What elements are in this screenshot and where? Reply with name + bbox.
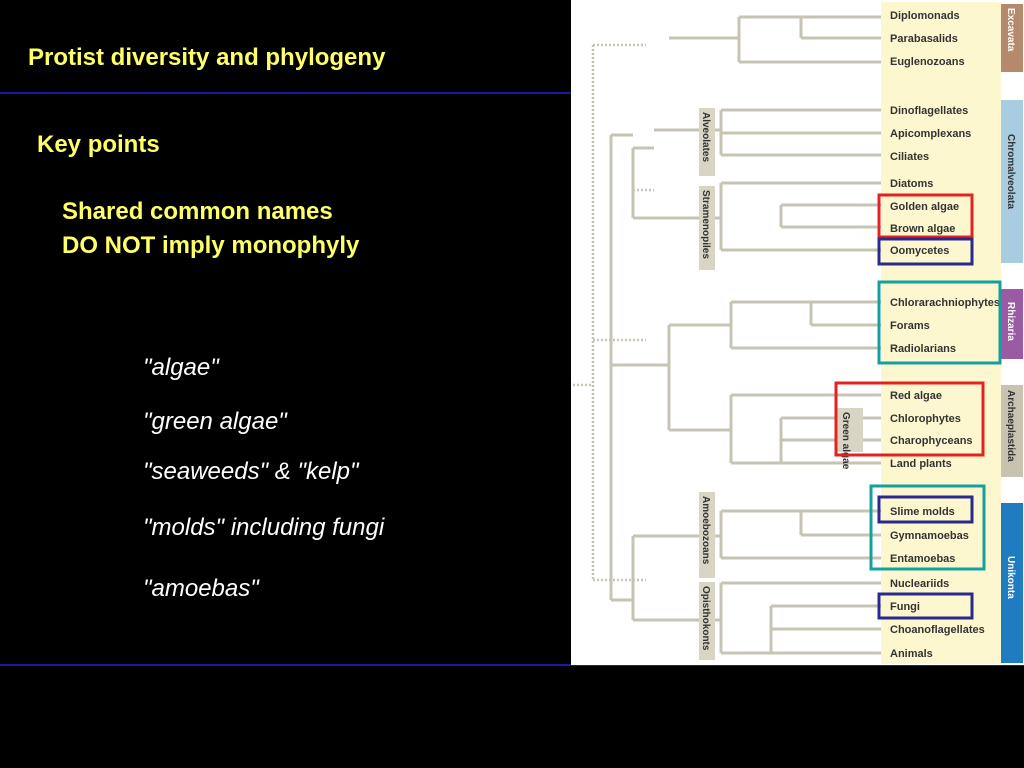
highlight-box-rhizaria: [877, 280, 1002, 365]
subgroup-opisthokonts-tab: [699, 582, 715, 660]
message-line-1: Shared common names: [62, 198, 333, 225]
band-excavata-label: Excavata: [1005, 8, 1016, 52]
highlight-box-red-green-algae: [834, 381, 985, 457]
slide-title: Protist diversity and phylogeny: [28, 44, 386, 71]
taxon-parabasalids: Parabasalids: [890, 33, 958, 45]
highlight-box-oomycetes: [877, 237, 974, 266]
taxon-gymnamoebas: Gymnamoebas: [890, 530, 969, 542]
band-excavata: [1001, 4, 1023, 72]
highlight-boxes: [834, 193, 1002, 620]
bottom-divider: [0, 664, 1024, 666]
subgroup-amoebozoans-tab: [699, 492, 715, 578]
subgroup-labels: Alveolates Stramenopiles Green algae Amo…: [699, 108, 863, 660]
taxon-animals: Animals: [890, 648, 933, 660]
taxon-forams: Forams: [890, 320, 930, 332]
key-points-heading: Key points: [37, 131, 160, 158]
band-rhizaria: [1001, 289, 1023, 359]
subgroup-green-algae: Green algae: [840, 412, 851, 470]
taxon-chlorophytes: Chlorophytes: [890, 413, 961, 425]
phylogeny-panel: Alveolates Stramenopiles Green algae Amo…: [571, 0, 1024, 665]
taxon-brown-algae: Brown algae: [890, 223, 955, 235]
term-seaweeds-kelp: "seaweeds" & "kelp": [143, 458, 359, 485]
subgroup-green-algae-tab: [837, 408, 863, 452]
phylogeny-tree: Alveolates Stramenopiles Green algae Amo…: [573, 2, 1023, 664]
highlight-box-slime-molds: [877, 495, 974, 524]
subgroup-alveolates-tab: [699, 108, 715, 176]
taxon-diplomonads: Diplomonads: [890, 10, 960, 22]
term-molds-fungi: "molds" including fungi: [143, 514, 385, 541]
term-amoebas: "amoebas": [143, 575, 259, 602]
band-archaeplastida: [1001, 385, 1023, 477]
taxon-nucleariids: Nucleariids: [890, 578, 949, 590]
taxon-labels: Diplomonads Parabasalids Euglenozoans Di…: [890, 10, 1000, 660]
highlight-box-amoebas: [869, 484, 986, 571]
subgroup-stramenopiles-tab: [699, 186, 715, 270]
subgroup-alveolates: Alveolates: [700, 112, 711, 162]
taxon-golden-algae: Golden algae: [890, 201, 959, 213]
taxon-euglenozoans: Euglenozoans: [890, 56, 965, 68]
taxon-dinoflagellates: Dinoflagellates: [890, 105, 968, 117]
taxon-fungi: Fungi: [890, 601, 920, 613]
taxon-ciliates: Ciliates: [890, 151, 929, 163]
taxon-radiolarians: Radiolarians: [890, 343, 956, 355]
taxon-red-algae: Red algae: [890, 390, 942, 402]
taxon-land-plants: Land plants: [890, 458, 952, 470]
highlight-box-fungi: [877, 592, 974, 620]
supergroup-bands: Excavata Chromalveolata Rhizaria Archaep…: [1001, 4, 1023, 663]
band-unikonta-label: Unikonta: [1005, 556, 1016, 599]
taxon-chlorarachniophytes: Chlorarachniophytes: [890, 297, 1000, 309]
message-line-2: DO NOT imply monophyly: [62, 232, 360, 259]
title-divider: [0, 92, 571, 94]
subgroup-opisthokonts: Opisthokonts: [700, 586, 711, 651]
taxon-apicomplexans: Apicomplexans: [890, 128, 971, 140]
term-green-algae: "green algae": [143, 408, 287, 435]
taxon-column-bg: [881, 2, 1001, 664]
taxon-diatoms: Diatoms: [890, 178, 933, 190]
band-rhizaria-label: Rhizaria: [1005, 302, 1016, 341]
band-archaeplastida-label: Archaeplastida: [1005, 390, 1016, 462]
band-chromalveolata-label: Chromalveolata: [1005, 134, 1016, 209]
taxon-choanoflagellates: Choanoflagellates: [890, 624, 985, 636]
taxon-entamoebas: Entamoebas: [890, 553, 955, 565]
taxon-oomycetes: Oomycetes: [890, 245, 949, 257]
highlight-box-golden-brown-algae: [877, 193, 974, 239]
subgroup-stramenopiles: Stramenopiles: [700, 190, 711, 259]
tree-branches: [609, 15, 881, 655]
subgroup-amoebozoans: Amoebozoans: [700, 496, 711, 565]
root-dotted-lines: [573, 43, 654, 582]
taxon-slime-molds: Slime molds: [890, 506, 955, 518]
band-chromalveolata: [1001, 100, 1023, 263]
term-algae: "algae": [143, 354, 219, 381]
taxon-charophyceans: Charophyceans: [890, 435, 973, 447]
band-unikonta: [1001, 503, 1023, 663]
